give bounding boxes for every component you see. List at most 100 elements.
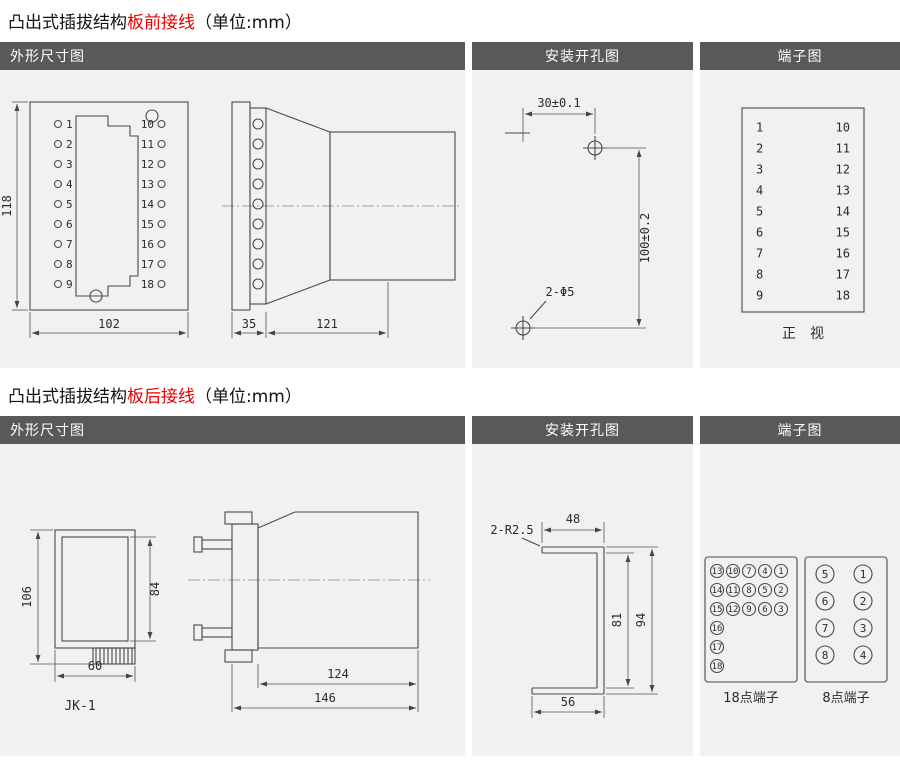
cell-mounting-drawing: 2-R2.5 48 81 (472, 444, 693, 756)
terminal-circle (53, 219, 63, 229)
terminal-number: 15 (712, 605, 723, 615)
terminal-circle (815, 618, 835, 638)
terminal-box-8 (804, 556, 888, 683)
terminal-circle (709, 658, 725, 674)
terminal-circle (757, 563, 773, 579)
dim-bottom-width-56: 56 (561, 695, 575, 709)
front-view: 106 84 60 JK-1 (20, 529, 162, 714)
terminal-circle (53, 179, 63, 189)
terminal-circle (53, 119, 63, 129)
terminal-number: 14 (712, 586, 723, 596)
terminal-number: 14 (836, 204, 850, 218)
dim-total-146: 146 (314, 691, 336, 705)
side-view: 35 121 (222, 101, 462, 338)
terminal-circle (157, 259, 166, 269)
terminal-circle (773, 601, 789, 617)
side-view: 124 146 (188, 511, 430, 712)
terminal-number: 5 (66, 198, 73, 211)
terminal-circle (853, 618, 873, 638)
terminal-number: 13 (712, 567, 723, 577)
fixing-screw-bottom (193, 624, 233, 641)
terminal-number: 8 (746, 586, 751, 596)
dim-inner-height-84: 84 (148, 582, 162, 596)
terminal-circle (853, 591, 873, 611)
terminal-number: 6 (762, 605, 767, 615)
side-view-pins (252, 118, 264, 290)
dim-hole-spacing-y: 100±0.2 (638, 213, 652, 264)
terminal-circle (709, 639, 725, 655)
terminal-number: 11 (728, 586, 739, 596)
terminal-number: 13 (836, 183, 850, 197)
body-cylinder (329, 131, 456, 281)
header-outline-dimension: 外形尺寸图 (0, 416, 465, 444)
terminal-number: 7 (822, 622, 829, 635)
terminal-circle (741, 563, 757, 579)
flange (231, 523, 259, 651)
terminal-number: 1 (756, 120, 763, 134)
terminal-circle (157, 119, 166, 129)
terminal-number: 18 (712, 662, 723, 672)
dim-width-60: 60 (88, 659, 102, 673)
header-terminal-diagram: 端子图 (700, 42, 900, 70)
terminal-number: 1 (66, 118, 73, 131)
terminal-number: 13 (141, 178, 154, 191)
terminal-circle (815, 591, 835, 611)
pin-strip (249, 107, 267, 305)
terminal-circle (157, 279, 166, 289)
terminal-circle (157, 199, 166, 209)
terminal-number: 3 (66, 158, 73, 171)
terminal-circle (53, 199, 63, 209)
dim-height-118: 118 (0, 195, 14, 217)
terminal-number: 6 (66, 218, 73, 231)
terminal-number: 7 (66, 238, 73, 251)
terminal-circle (725, 601, 741, 617)
terminal-circle (725, 563, 741, 579)
connector-outline (75, 115, 139, 297)
dim-body-121: 121 (316, 317, 338, 331)
terminal-circle (741, 601, 757, 617)
terminal-number: 4 (762, 567, 767, 577)
terminal-number: 8 (66, 258, 73, 271)
terminal-number: 4 (66, 178, 73, 191)
terminal-circle (53, 239, 63, 249)
terminal-number: 15 (836, 225, 850, 239)
terminal-view-caption: 正 视 (782, 326, 824, 342)
terminal-number: 17 (141, 258, 154, 271)
terminal-number: 18 (141, 278, 154, 291)
terminal-circle (157, 239, 166, 249)
terminal-number: 16 (836, 246, 850, 260)
column-mounting: 安装开孔图 2-R2.5 48 (472, 416, 693, 756)
dim-flange-35: 35 (242, 317, 256, 331)
terminal-box (741, 107, 865, 313)
terminal-circle (773, 563, 789, 579)
leader-line (529, 300, 547, 320)
terminal-number: 9 (756, 288, 763, 302)
dim-width-102: 102 (98, 317, 120, 331)
title-highlight: 板后接线 (127, 387, 195, 407)
terminal-circle (773, 582, 789, 598)
caption-18-point: 18点端子 (723, 691, 779, 706)
column-outline: 外形尺寸图 106 84 (0, 416, 465, 756)
terminal-number: 1 (778, 567, 783, 577)
terminal-number: 7 (746, 567, 751, 577)
terminal-number: 8 (756, 267, 763, 281)
terminal-number: 9 (746, 605, 751, 615)
terminal-number: 3 (778, 605, 783, 615)
cell-mounting-drawing: 30±0.1 100±0.2 2-Φ5 (472, 70, 693, 368)
terminal-number: 2 (66, 138, 73, 151)
terminal-circle (157, 139, 166, 149)
column-mounting: 安装开孔图 30±0.1 100± (472, 42, 693, 368)
terminal-circle (53, 139, 63, 149)
terminal-number: 2 (778, 586, 783, 596)
terminal-number: 3 (860, 622, 867, 635)
dim-top-width-48: 48 (566, 512, 580, 526)
